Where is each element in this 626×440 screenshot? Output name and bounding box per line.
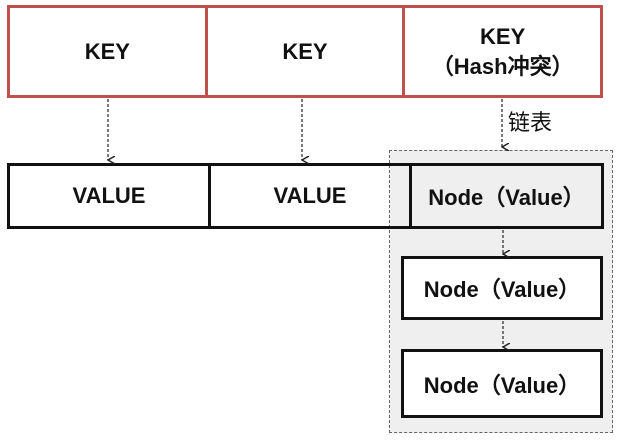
key-cell-3-hash-conflict: KEY （Hash冲突） bbox=[402, 8, 600, 95]
key-cell-1: KEY bbox=[10, 8, 205, 95]
value-cell-2: VALUE bbox=[208, 166, 409, 226]
list-node-3: Node（Value） bbox=[401, 349, 603, 418]
key-label-3: KEY bbox=[480, 23, 526, 49]
key-label-1: KEY bbox=[84, 38, 130, 64]
linked-list-label: 链表 bbox=[508, 110, 553, 135]
key-label-2: KEY bbox=[282, 38, 328, 64]
value-label-1: VALUE bbox=[72, 183, 146, 208]
value-label-3: Node（Value） bbox=[428, 185, 585, 210]
list-node-2: Node（Value） bbox=[401, 256, 603, 320]
value-row: VALUE VALUE Node（Value） bbox=[7, 163, 604, 229]
key-cell-2: KEY bbox=[204, 8, 403, 95]
key-row: KEY KEY KEY （Hash冲突） bbox=[7, 5, 603, 98]
list-node-3-label: Node（Value） bbox=[423, 372, 581, 398]
value-label-2: VALUE bbox=[273, 183, 347, 208]
value-cell-3-node: Node（Value） bbox=[409, 166, 601, 226]
value-cell-1: VALUE bbox=[10, 166, 208, 226]
list-node-2-label: Node（Value） bbox=[423, 277, 581, 302]
hash-conflict-note: （Hash冲突） bbox=[431, 53, 574, 79]
